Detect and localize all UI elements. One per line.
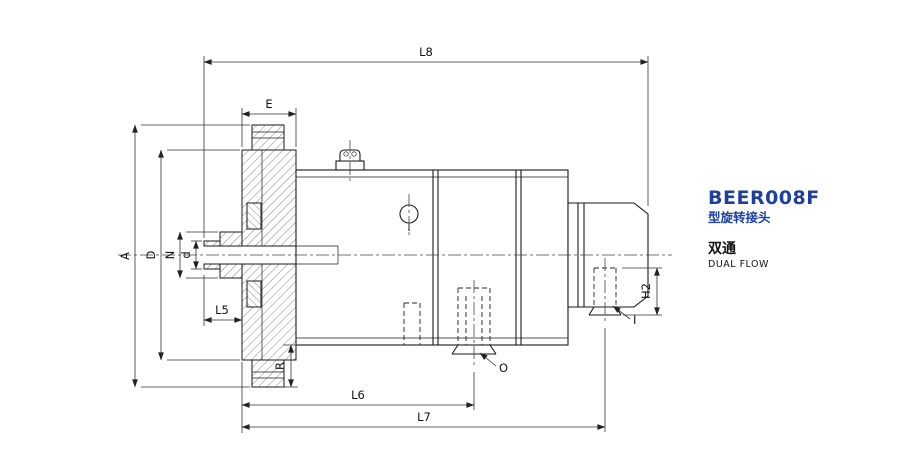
cap-screw-top xyxy=(246,202,262,230)
center-lines xyxy=(118,140,672,368)
dimension-L7: L7 xyxy=(241,328,606,432)
dim-label-L6: L6 xyxy=(351,388,365,402)
flow-type-cn: 双通 xyxy=(708,241,736,258)
dim-label-R: R xyxy=(273,362,287,370)
dim-label-L5: L5 xyxy=(215,303,229,317)
port-label-O: O xyxy=(479,352,508,375)
port-label-O-text: O xyxy=(499,361,508,375)
output-shaft xyxy=(567,202,649,316)
dimension-L5: L5 xyxy=(203,275,243,326)
dimension-d: d xyxy=(179,240,202,270)
dimension-A: A xyxy=(118,124,250,388)
dim-label-E: E xyxy=(265,97,272,111)
dim-label-A: A xyxy=(118,252,132,260)
rotary-joint-body xyxy=(295,169,569,346)
bottom-ports xyxy=(403,287,497,355)
dimension-L8: L8 xyxy=(203,45,649,238)
title-block: BEER008F 型旋转接头 双通 DUAL FLOW xyxy=(708,187,820,271)
model-name: BEER008F xyxy=(708,187,820,209)
port-label-I: I xyxy=(612,305,636,327)
flow-type-en: DUAL FLOW xyxy=(708,259,769,271)
model-series-label: 型旋转接头 xyxy=(708,209,771,225)
dimension-N: N xyxy=(163,231,218,279)
dim-label-d: d xyxy=(179,251,193,258)
dim-label-L8: L8 xyxy=(419,45,433,59)
cap-screw-bottom xyxy=(246,280,262,308)
port-label-I-text: I xyxy=(633,313,636,327)
dimension-H2: H2 xyxy=(622,267,662,316)
dim-label-D: D xyxy=(144,250,158,259)
dimension-D: D xyxy=(144,149,240,361)
dimension-E: E xyxy=(241,97,297,147)
mounting-flange-section xyxy=(203,124,297,388)
dim-label-H2: H2 xyxy=(639,283,653,299)
dimension-R: R xyxy=(273,344,298,388)
dimension-L6: L6 xyxy=(241,362,475,433)
dim-label-N: N xyxy=(163,251,177,260)
dim-label-L7: L7 xyxy=(417,410,431,424)
